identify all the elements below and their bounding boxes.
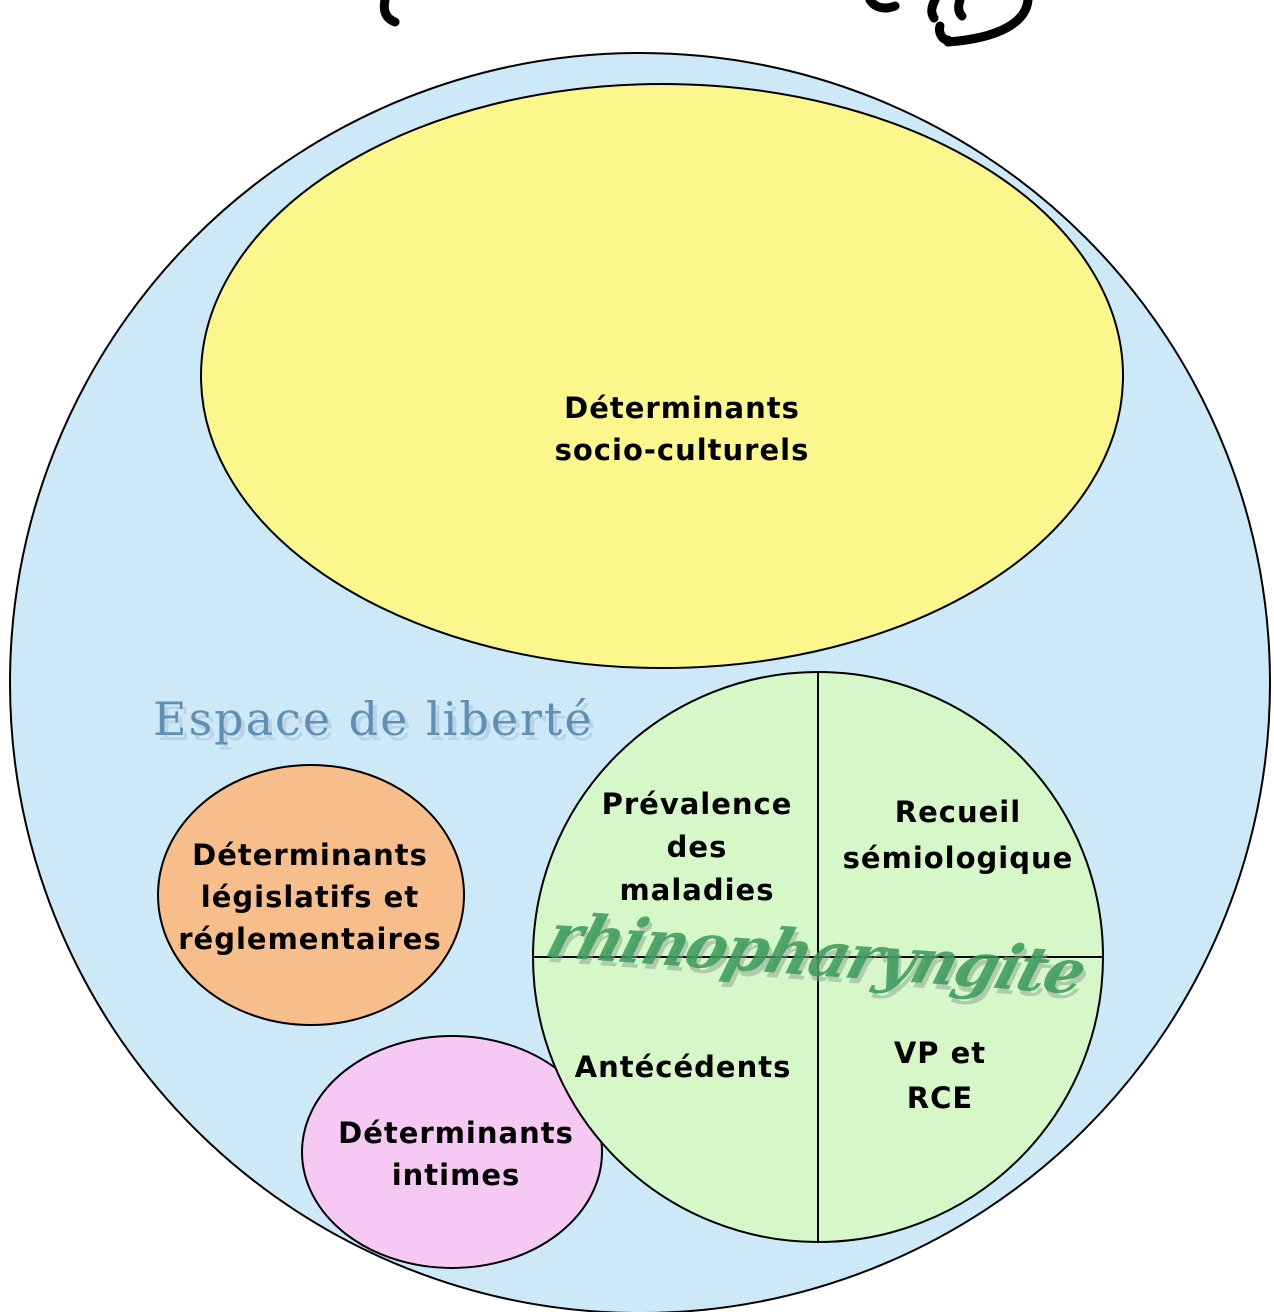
legislative-label-line1: Déterminants bbox=[192, 838, 428, 872]
vp-rce-label-line2: RCE bbox=[907, 1081, 973, 1115]
semiology-label-line2: sémiologique bbox=[843, 841, 1074, 875]
legislative-determinants: Déterminants législatifs et réglementair… bbox=[157, 764, 465, 1026]
freedom-space-label: Espace de liberté bbox=[153, 692, 594, 746]
prevalence-label-line2: des bbox=[667, 830, 728, 864]
intimate-ellipse bbox=[301, 1035, 603, 1269]
intimate-label-line1: Déterminants bbox=[338, 1116, 574, 1150]
intimate-determinants: Déterminants intimes bbox=[301, 1035, 603, 1269]
freedom-space: Espace de liberté Espace de liberté bbox=[153, 692, 598, 751]
sociocultural-ellipse bbox=[200, 83, 1124, 669]
handwritten-title-strokes bbox=[379, 0, 1033, 47]
medical-determinants: rhinopharyngite rhinopharyngite Prévalen… bbox=[532, 671, 1104, 1243]
vp-rce-label-line1: VP et bbox=[894, 1036, 986, 1070]
prevalence-label-line1: Prévalence bbox=[602, 787, 793, 821]
sociocultural-label-line1: Déterminants bbox=[564, 391, 800, 425]
semiology-label-line1: Recueil bbox=[895, 795, 1021, 829]
history-label: Antécédents bbox=[575, 1050, 792, 1084]
sociocultural-determinants: Déterminants socio-culturels bbox=[200, 83, 1124, 669]
legislative-label-line3: réglementaires bbox=[178, 922, 441, 956]
sociocultural-label-line2: socio-culturels bbox=[555, 433, 810, 467]
prevalence-label-line3: maladies bbox=[620, 873, 775, 907]
legislative-label-line2: législatifs et bbox=[201, 880, 419, 914]
intimate-label-line2: intimes bbox=[392, 1158, 521, 1192]
legislative-ellipse bbox=[157, 764, 465, 1026]
freedom-space-shadow: Espace de liberté bbox=[157, 697, 598, 751]
